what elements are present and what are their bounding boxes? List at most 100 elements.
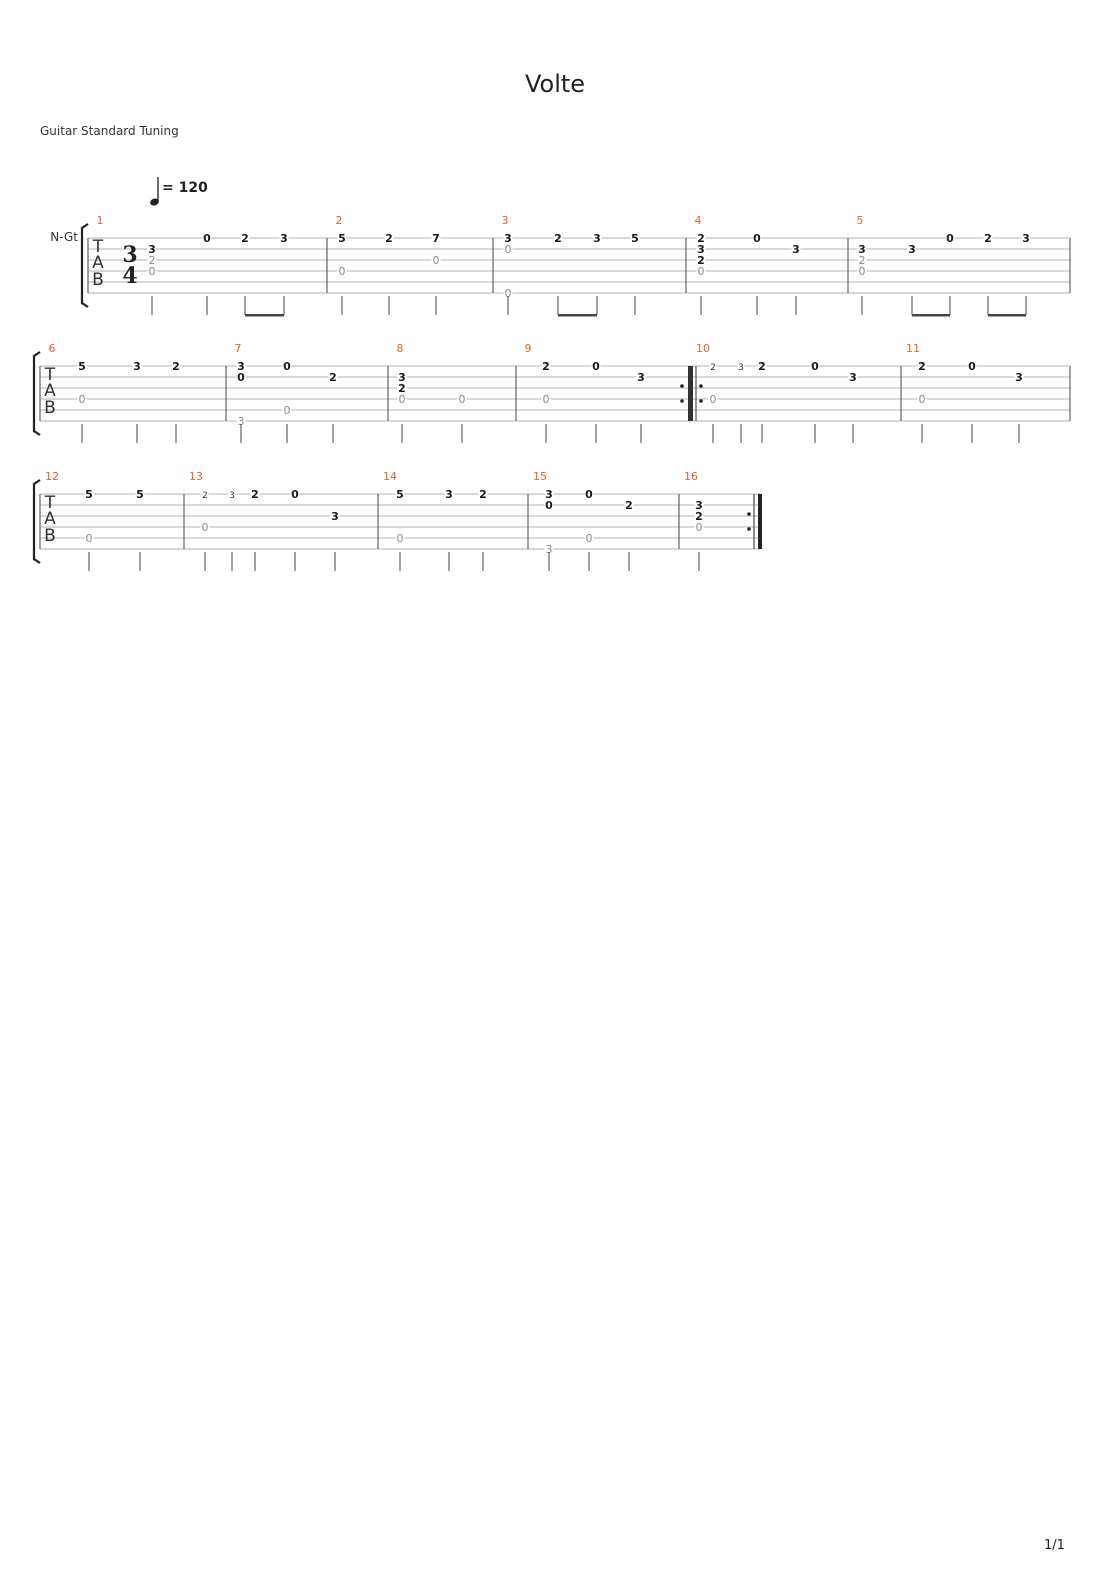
fret-number: 5: [85, 488, 93, 501]
fret-number: 0: [696, 521, 703, 534]
fret-background: [696, 233, 706, 243]
measure-number: 14: [383, 470, 397, 483]
fret-number: 2: [758, 360, 766, 373]
fret-number: 0: [149, 265, 156, 278]
repeat-barline-thick: [688, 366, 693, 421]
eighth-beam: [988, 314, 1026, 317]
track-name: N-Gt: [50, 230, 78, 244]
fret-number: 0: [545, 499, 553, 512]
time-signature-bottom: 4: [122, 263, 137, 289]
fret-background: [696, 255, 706, 265]
fret-number: 0: [86, 532, 93, 545]
quarter-note-icon: [150, 177, 159, 206]
fret-background: [171, 361, 181, 371]
fret-background: [696, 244, 706, 254]
fret-number: 2: [542, 360, 550, 373]
tab-letter-a: A: [44, 509, 56, 529]
fret-number: 3: [1015, 371, 1023, 384]
fret-number: 3: [593, 232, 601, 245]
repeat-dot: [747, 512, 751, 516]
fret-background: [228, 489, 236, 499]
fret-number: 2: [859, 254, 866, 267]
fret-background: [84, 489, 94, 499]
fret-number: 0: [505, 243, 512, 256]
fret-background: [397, 372, 407, 382]
song-title: Volte: [524, 70, 586, 98]
fret-background: [240, 233, 250, 243]
tab-letter-a: A: [44, 381, 56, 401]
fret-background: [967, 361, 977, 371]
fret-number: 3: [133, 360, 141, 373]
fret-number: 2: [398, 382, 406, 395]
fret-background: [279, 233, 289, 243]
fret-background: [630, 233, 640, 243]
measure-number: 15: [533, 470, 547, 483]
fret-background: [708, 394, 718, 404]
fret-number: 2: [697, 232, 705, 245]
fret-background: [132, 361, 142, 371]
fret-background: [397, 383, 407, 393]
measure-number: 4: [695, 214, 702, 227]
fret-background: [397, 394, 407, 404]
fret-number: 0: [592, 360, 600, 373]
fret-background: [478, 489, 488, 499]
fret-background: [201, 489, 209, 499]
eighth-beam: [912, 314, 950, 317]
fret-background: [737, 361, 745, 371]
fret-number: 3: [792, 243, 800, 256]
fret-number: 2: [241, 232, 249, 245]
fret-background: [791, 244, 801, 254]
fret-background: [584, 489, 594, 499]
fret-background: [282, 405, 292, 415]
fret-number: 0: [79, 393, 86, 406]
fret-number: 3: [858, 243, 866, 256]
fret-number: 2: [251, 488, 259, 501]
fret-background: [553, 233, 563, 243]
fret-number: 3: [697, 243, 705, 256]
tab-letter-b: B: [92, 270, 104, 290]
fret-background: [752, 233, 762, 243]
fret-number: 2: [984, 232, 992, 245]
repeat-dot: [747, 527, 751, 531]
time-signature-top: 3: [122, 242, 137, 268]
fret-number: 3: [229, 491, 235, 501]
fret-background: [202, 233, 212, 243]
fret-number: 3: [908, 243, 916, 256]
fret-number: 5: [136, 488, 144, 501]
measure-number: 1: [97, 214, 104, 227]
fret-background: [84, 533, 94, 543]
fret-background: [694, 522, 704, 532]
fret-background: [503, 288, 513, 298]
fret-background: [810, 361, 820, 371]
eighth-beam: [558, 314, 597, 317]
fret-number: 0: [283, 360, 291, 373]
fret-background: [544, 544, 554, 554]
fret-background: [236, 416, 246, 426]
fret-background: [147, 255, 157, 265]
tab-letter-a: A: [92, 253, 104, 273]
fret-background: [147, 244, 157, 254]
fret-number: 2: [697, 254, 705, 267]
measure-number: 12: [45, 470, 59, 483]
fret-number: 0: [459, 393, 466, 406]
fret-background: [395, 533, 405, 543]
fret-number: 5: [78, 360, 86, 373]
fret-background: [983, 233, 993, 243]
fret-number: 0: [946, 232, 954, 245]
fret-number: 3: [504, 232, 512, 245]
fret-number: 2: [149, 254, 156, 267]
fret-background: [431, 233, 441, 243]
fret-background: [384, 233, 394, 243]
fret-background: [541, 361, 551, 371]
tempo-value: = 120: [162, 180, 208, 196]
fret-background: [431, 255, 441, 265]
eighth-beam: [245, 314, 284, 317]
fret-number: 2: [329, 371, 337, 384]
fret-background: [945, 233, 955, 243]
fret-number: 0: [698, 265, 705, 278]
fret-number: 3: [238, 415, 245, 428]
fret-number: 0: [919, 393, 926, 406]
fret-number: 0: [543, 393, 550, 406]
fret-number: 3: [237, 360, 245, 373]
